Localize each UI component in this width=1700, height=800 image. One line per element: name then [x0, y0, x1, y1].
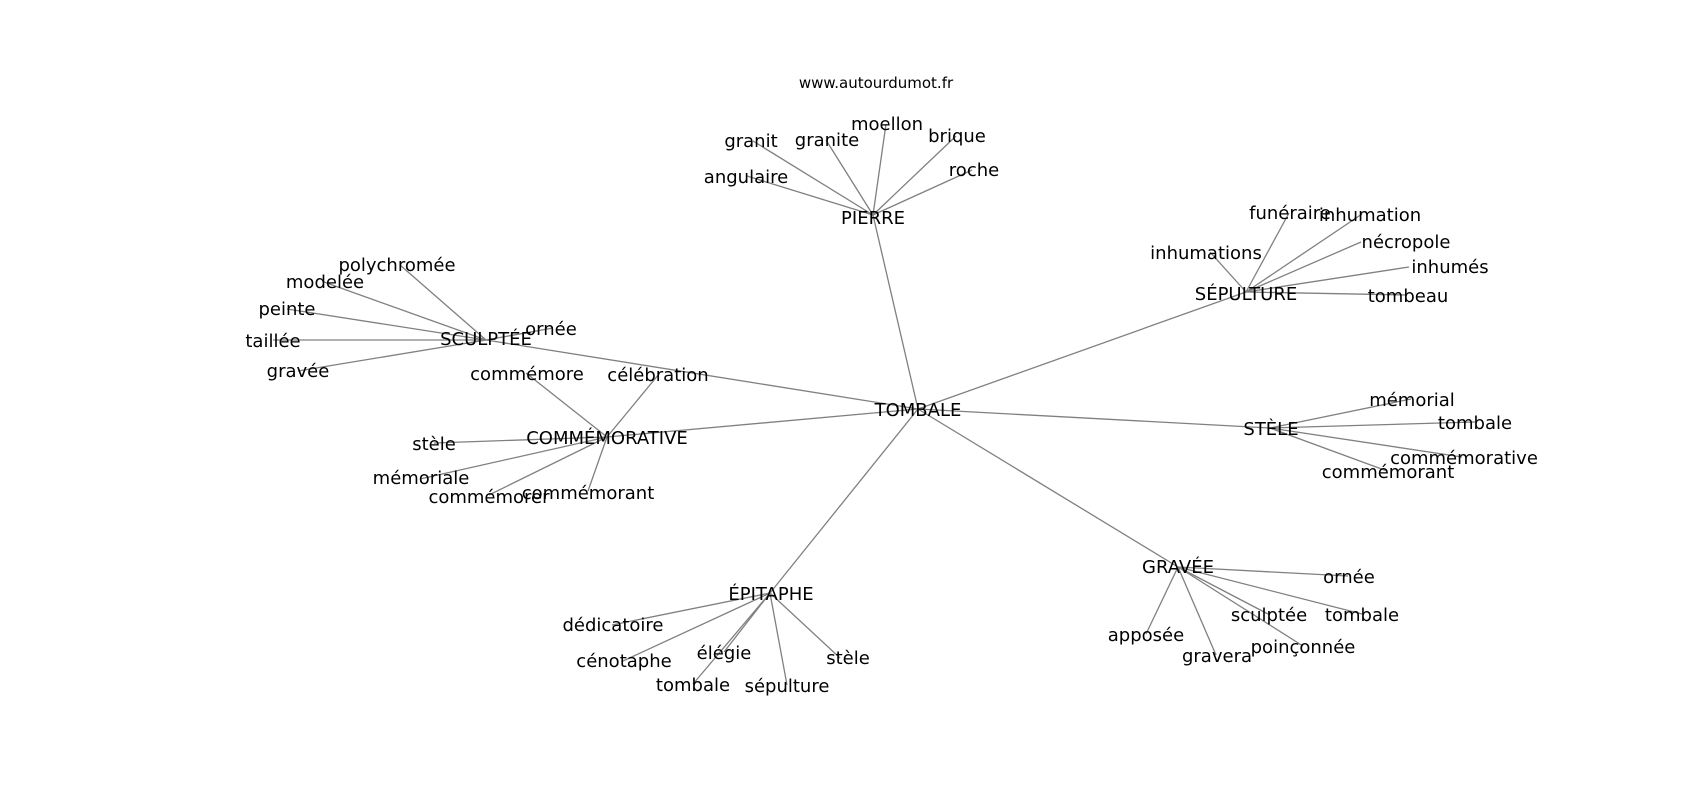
source-caption: www.autourdumot.fr [799, 74, 954, 92]
leaf-epitaphe-4: tombale [656, 675, 730, 696]
edge-gravee-0 [1177, 566, 1349, 577]
leaf-commemorative-3: mémoriale [373, 468, 470, 489]
edge-sepulture-1 [1245, 213, 1363, 293]
leaf-epitaphe-0: dédicatoire [562, 615, 663, 636]
node-sepulture: SÉPULTURE [1195, 283, 1297, 305]
edge-epitaphe-4 [692, 592, 771, 685]
edge-root-epitaphe [769, 408, 919, 594]
edge-commemorative-0 [525, 372, 608, 438]
leaf-sculptee-4: gravée [267, 361, 330, 382]
leaf-epitaphe-2: élégie [697, 643, 752, 664]
leaf-sepulture-4: tombeau [1368, 286, 1449, 307]
edge-epitaphe-0 [611, 592, 771, 626]
leaf-epitaphe-1: cénotaphe [576, 651, 671, 672]
leaf-commemorative-4: commémorer [428, 487, 550, 508]
leaf-sculptee-1: modelée [286, 272, 364, 293]
edge-gravee-3 [1145, 566, 1179, 635]
leaf-stele-3: commémorant [1322, 462, 1455, 483]
edge-stele-3 [1269, 427, 1388, 472]
edge-sculptee-0 [399, 264, 487, 341]
edge-root-sepulture [917, 291, 1247, 410]
leaf-pierre-1: granite [795, 130, 859, 151]
leaf-commemorative-2: stèle [412, 434, 456, 455]
leaf-commemorative-5: commémorant [522, 483, 655, 504]
leaf-gravee-3: apposée [1108, 625, 1184, 646]
edge-epitaphe-3 [769, 592, 841, 659]
leaf-stele-2: commémorative [1390, 448, 1538, 469]
leaf-sepulture-5: inhumations [1150, 243, 1262, 264]
leaf-epitaphe-5: sépulture [745, 676, 830, 697]
edge-root-commemorative [606, 408, 919, 438]
leaf-gravee-0: ornée [1323, 567, 1375, 588]
leaf-stele-1: tombale [1438, 413, 1512, 434]
leaf-gravee-2: sculptée [1231, 605, 1307, 626]
leaf-stele-0: mémorial [1369, 390, 1455, 411]
leaf-sepulture-3: inhumés [1411, 257, 1488, 278]
leaf-pierre-0: granit [724, 131, 777, 152]
leaf-pierre-5: angulaire [704, 167, 788, 188]
edge-commemorative-2 [433, 436, 608, 444]
leaf-pierre-2: moellon [851, 114, 923, 135]
leaf-gravee-5: poinçonnée [1251, 637, 1356, 658]
edge-pierre-2 [872, 123, 887, 216]
edge-commemorative-3 [419, 436, 608, 480]
node-gravee: GRAVÉE [1142, 556, 1214, 578]
node-stele: STÈLE [1243, 418, 1298, 440]
edge-gravee-2 [1177, 566, 1269, 615]
leaf-sculptee-2: peinte [258, 299, 315, 320]
graph-edges [273, 123, 1476, 686]
node-epitaphe: ÉPITAPHE [728, 583, 813, 605]
edge-pierre-4 [872, 169, 973, 216]
edge-epitaphe-1 [622, 592, 771, 662]
leaf-sculptee-3: taillée [245, 331, 300, 352]
leaf-pierre-3: brique [928, 126, 986, 147]
edge-commemorative-5 [587, 436, 608, 492]
edge-sepulture-0 [1245, 212, 1290, 293]
edge-stele-0 [1269, 398, 1412, 429]
leaf-pierre-4: roche [949, 160, 999, 181]
edge-pierre-3 [872, 135, 957, 216]
edge-sculptee-4 [297, 339, 487, 372]
edge-commemorative-1 [606, 373, 660, 438]
edge-stele-1 [1269, 421, 1476, 429]
edge-root-sculptee [485, 339, 919, 410]
leaf-epitaphe-3: stèle [826, 648, 870, 669]
edge-commemorative-4 [488, 436, 608, 496]
edge-epitaphe-5 [769, 592, 788, 686]
node-commemorative: COMMÉMORATIVE [526, 427, 688, 449]
edge-sculptee-2 [286, 308, 487, 341]
edge-sepulture-3 [1245, 266, 1410, 293]
root-node: TOMBALE [874, 400, 962, 421]
leaf-sepulture-0: funéraire [1249, 203, 1331, 224]
leaf-gravee-4: gravera [1182, 646, 1252, 667]
edge-root-gravee [917, 408, 1179, 568]
edge-pierre-0 [752, 140, 874, 216]
leaf-commemorative-1: célébration [607, 365, 708, 386]
edge-sepulture-4 [1245, 291, 1408, 296]
edge-gravee-1 [1177, 566, 1363, 615]
leaf-sculptee-5: ornée [525, 319, 577, 340]
leaf-sepulture-2: nécropole [1362, 232, 1451, 253]
edge-root-stele [917, 408, 1271, 429]
edge-pierre-5 [746, 175, 874, 216]
edge-sculptee-1 [323, 281, 487, 341]
leaf-commemorative-0: commémore [470, 364, 584, 385]
edge-sepulture-2 [1245, 241, 1362, 293]
edge-sepulture-5 [1209, 251, 1247, 293]
edge-stele-2 [1269, 427, 1463, 458]
leaf-sepulture-1: inhumation [1319, 205, 1421, 226]
edge-gravee-4 [1177, 566, 1217, 656]
leaf-gravee-1: tombale [1325, 605, 1399, 626]
edge-pierre-1 [825, 139, 874, 216]
leaf-sculptee-0: polychromée [338, 255, 455, 276]
node-pierre: PIERRE [841, 208, 905, 229]
edge-root-pierre [872, 214, 919, 410]
node-sculptee: SCULPTÉE [440, 328, 532, 350]
edge-sculptee-5 [485, 327, 554, 341]
edge-gravee-5 [1177, 566, 1304, 647]
